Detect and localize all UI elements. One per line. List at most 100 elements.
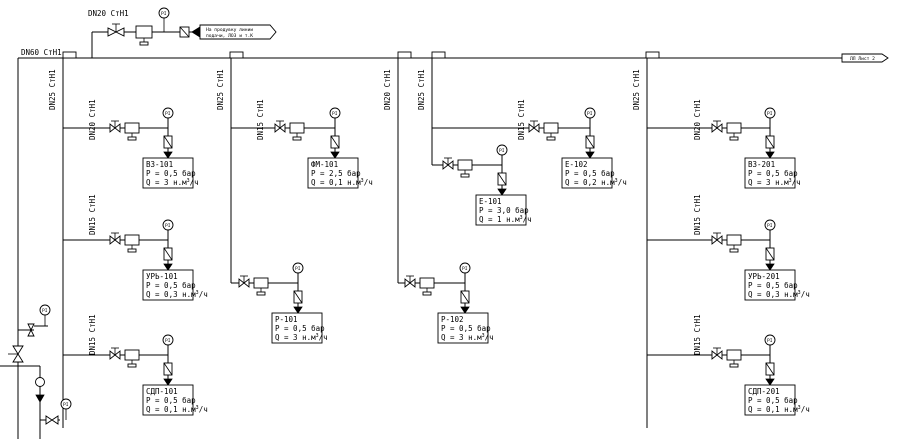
consumer-name: УРЬ-201: [748, 272, 780, 281]
valve-icon: [274, 123, 281, 133]
vertical-label-v3: DN20 СтН1: [383, 69, 392, 110]
valve-icon: [114, 235, 121, 245]
header-stub: [229, 51, 244, 59]
branch-pipe-label: DN15 СтН1: [256, 99, 265, 140]
svg-text:PI: PI: [165, 223, 171, 229]
regulator-base-icon: [127, 248, 137, 253]
consumer-name: Р-102: [441, 315, 464, 324]
consumer-flow: Q = 0,1 н.м3/ч: [146, 405, 208, 414]
valve-icon: [442, 160, 449, 170]
valve-icon: [716, 123, 723, 133]
consumer-flow: Q = 0,2 н.м3/ч: [565, 178, 627, 187]
valve-icon: [107, 27, 118, 37]
pressure-gauge-icon: [584, 107, 596, 119]
regulator-icon: [289, 122, 305, 134]
consumer-pressure: P = 0,5 бар: [146, 169, 196, 178]
regulator-icon: [726, 349, 742, 361]
svg-text:PI: PI: [767, 111, 773, 117]
vertical-label-v1: DN25 СтН1: [48, 69, 57, 110]
consumer-name: ФМ-101: [311, 160, 338, 169]
consumer-pressure: P = 0,5 бар: [748, 281, 798, 290]
valve-icon: [109, 123, 116, 133]
regulator-icon: [124, 234, 140, 246]
branch-pipe-label: DN15 СтН1: [517, 99, 526, 140]
consumer-pressure: P = 0,5 бар: [441, 324, 491, 333]
pressure-gauge-icon: [162, 107, 174, 119]
top-branch-label: DN20 СтН1: [88, 9, 129, 18]
valve-icon: [109, 350, 116, 360]
consumer-name: Е-101: [479, 197, 502, 206]
flow-arrow-icon: [163, 263, 173, 271]
supply-note-line1: На продувку линии: [206, 27, 253, 33]
valve-icon: [528, 123, 535, 133]
consumer-name: ВЗ-101: [146, 160, 173, 169]
valve-icon: [716, 235, 723, 245]
flow-arrow-icon: [35, 394, 45, 403]
branch-pipe-label: DN15 СтН1: [693, 194, 702, 235]
consumer-card: [437, 312, 489, 344]
regulator-base-icon: [127, 136, 137, 141]
consumer-flow: Q = 3 н.м3/ч: [748, 178, 801, 187]
flow-arrow-icon: [293, 306, 303, 314]
valve-icon: [404, 278, 411, 288]
top-branch-instrumentation: PI: [107, 7, 201, 46]
regulator-base-icon: [139, 41, 149, 46]
regulator-base-icon: [546, 136, 556, 141]
filter-diagonal-icon: [330, 135, 340, 149]
consumer-pressure: P = 0,5 бар: [565, 169, 615, 178]
branch-pipe-label: DN15 СтН1: [88, 314, 97, 355]
filter-diagonal-icon: [293, 290, 303, 304]
pressure-gauge-icon: [292, 262, 304, 274]
valve-icon: [45, 415, 53, 425]
consumer-card: [561, 157, 613, 189]
flow-arrow-icon: [163, 151, 173, 159]
consumer-card: [744, 269, 796, 301]
valve-icon: [109, 235, 116, 245]
svg-text:PI: PI: [165, 111, 171, 117]
consumer-name: СДП-201: [748, 387, 780, 396]
regulator-icon: [124, 122, 140, 134]
flow-arrow-icon: [765, 378, 775, 386]
pressure-gauge-icon: [162, 219, 174, 231]
filter-diagonal-icon: [765, 362, 775, 376]
flow-arrow-icon: [191, 26, 201, 38]
flow-arrow-icon: [330, 151, 340, 159]
svg-text:PI: PI: [63, 402, 69, 408]
regulator-base-icon: [729, 248, 739, 253]
consumer-name: Р-101: [275, 315, 298, 324]
consumer-card: [744, 384, 796, 416]
flow-arrow-icon: [163, 378, 173, 386]
consumer-pressure: P = 0,5 бар: [748, 396, 798, 405]
valve-icon: [711, 235, 718, 245]
consumer-name: Е-102: [565, 160, 588, 169]
regulator-icon: [419, 277, 435, 289]
svg-text:PI: PI: [767, 223, 773, 229]
svg-text:PI: PI: [462, 266, 468, 272]
consumer-flow: Q = 0,3 н.м3/ч: [748, 290, 810, 299]
pressure-gauge-icon: [162, 334, 174, 346]
left-inlet-instrumentation: PI PI: [0, 304, 72, 439]
flow-arrow-icon: [765, 151, 775, 159]
valve-icon: [409, 278, 416, 288]
pressure-gauge-icon: [329, 107, 341, 119]
filter-diagonal-icon: [163, 135, 173, 149]
consumer-card: [475, 194, 527, 226]
consumer-pressure: P = 0,5 бар: [275, 324, 325, 333]
regulator-icon: [726, 122, 742, 134]
header-stub: [645, 51, 660, 59]
vertical-label-v2: DN25 СтН1: [216, 69, 225, 110]
filter-diagonal-icon: [163, 362, 173, 376]
regulator-base-icon: [422, 291, 432, 296]
consumer-card: [142, 269, 194, 301]
regulator-base-icon: [256, 291, 266, 296]
filter-diagonal-icon: [179, 26, 190, 38]
svg-text:PI: PI: [332, 111, 338, 117]
regulator-base-icon: [729, 136, 739, 141]
pressure-gauge-icon: [459, 262, 471, 274]
valve-icon: [12, 353, 24, 363]
